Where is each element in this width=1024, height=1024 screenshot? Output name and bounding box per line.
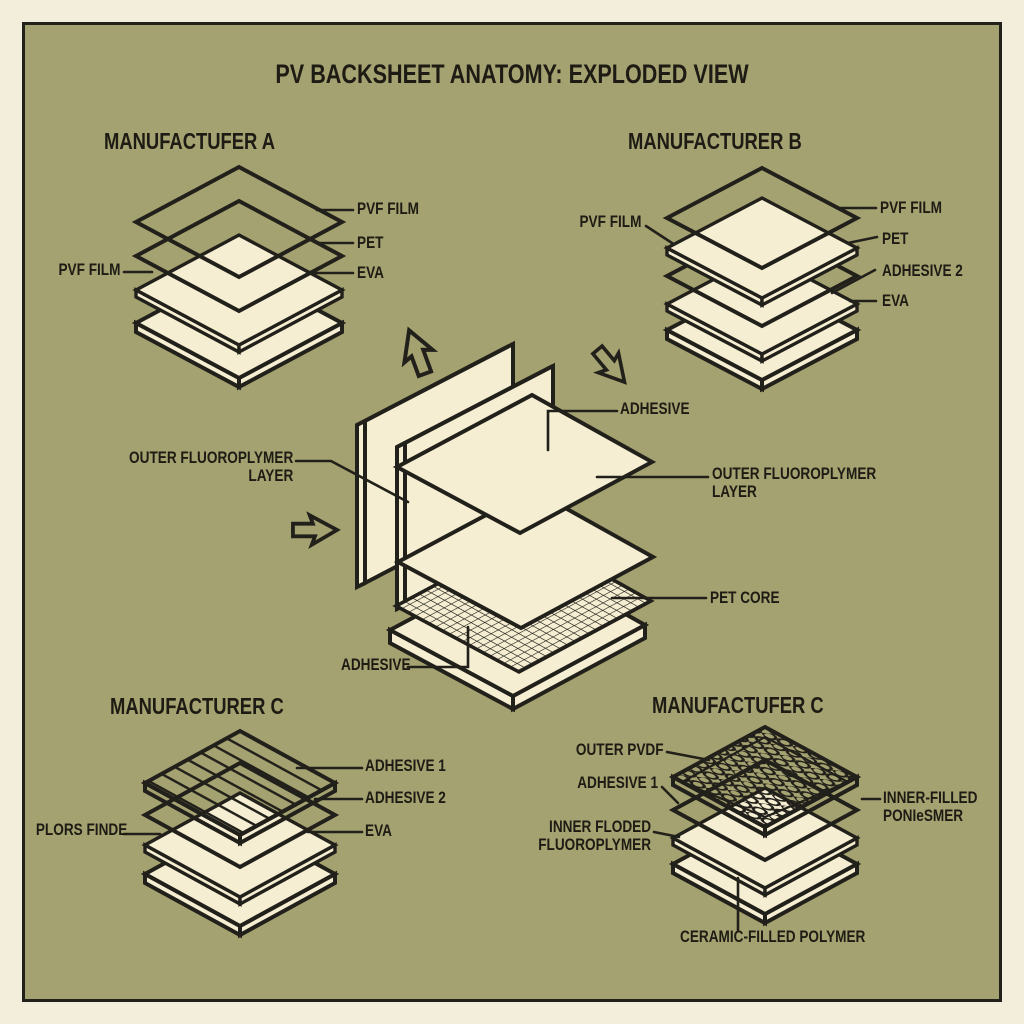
pebble-layer	[668, 724, 862, 839]
label-cr-adhesive-1: ADHESIVE 1	[577, 773, 658, 792]
arrow-down-left-icon	[584, 339, 638, 393]
label-a-pvf-film: PVF FILM	[357, 199, 419, 218]
label-a-pet: PET	[357, 233, 384, 252]
center-sheet-1	[392, 392, 657, 536]
manufacturer-a-heading: MANUFACTUFER A	[104, 128, 276, 154]
manufacturer-c-left-heading: MANUFACTURER C	[110, 693, 284, 719]
manufacturer-a-stack	[122, 164, 355, 391]
label-cr-outer-pvdf: OUTER PVDF	[576, 740, 664, 759]
page-title: PV BACKSHEET ANATOMY: EXPLODED VIEW	[275, 59, 749, 89]
label-cl-adhesive-2: ADHESIVE 2	[365, 788, 446, 807]
label-center-outer-left: OUTER FLUOROPLYMER LAYER	[128, 448, 293, 486]
center-exploded-stack	[291, 323, 710, 713]
label-a-pvf-film-left: PVF FILM	[58, 260, 120, 279]
label-b-adhesive-2: ADHESIVE 2	[882, 261, 963, 280]
label-a-eva: EVA	[357, 263, 384, 282]
arrow-right-icon	[291, 513, 339, 547]
label-cl-eva: EVA	[365, 821, 392, 840]
label-center-adhesive-top: ADHESIVE	[620, 399, 690, 418]
manufacturer-c-left-stack	[122, 728, 364, 939]
label-b-pvf-film: PVF FILM	[880, 198, 942, 217]
label-cr-ceramic-filled: CERAMIC-FILLED POLYMER	[680, 927, 866, 946]
label-cr-inner-floded: INNER FLODED FLUOROPLYMER	[538, 817, 651, 855]
label-center-outer-right: OUTER FLUOROPLYMER LAYER	[712, 464, 877, 502]
center-sheet-2	[393, 487, 658, 631]
label-center-adhesive-bottom: ADHESIVE	[341, 655, 411, 674]
label-b-pvf-film-left: PVF FILM	[579, 212, 641, 231]
striped-layer	[140, 728, 340, 847]
label-b-pet: PET	[882, 229, 909, 248]
manufacturer-b-heading: MANUFACTURER B	[628, 128, 802, 154]
arrow-up-icon	[392, 323, 442, 381]
manufacturer-c-right-heading: MANUFACTUFER C	[652, 692, 824, 718]
label-cl-plors-finde: PLORS FINDE	[35, 820, 127, 839]
label-cr-inner-filled: INNER-FILLED PONIeSMER	[883, 788, 978, 826]
label-b-eva: EVA	[882, 291, 909, 310]
manufacturer-b-stack	[644, 165, 879, 393]
manufacturer-c-right-stack	[652, 724, 882, 932]
label-center-pet-core: PET CORE	[710, 588, 780, 607]
label-cl-adhesive-1: ADHESIVE 1	[365, 756, 446, 775]
